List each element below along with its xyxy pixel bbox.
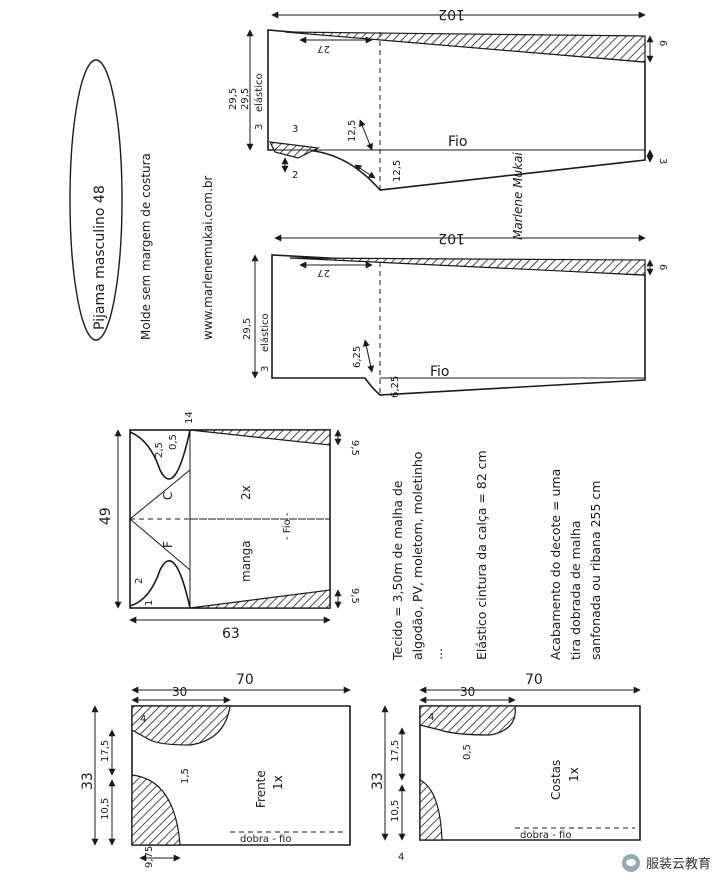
watermark: 服装云教育 xyxy=(617,851,715,874)
front-neck-d: 10,5 xyxy=(100,798,111,820)
sleeve-corner: 1 xyxy=(144,600,155,606)
pants-front-piece: 102 6 27 29,5 29,5 elástico 3 3 2 12,5 1… xyxy=(228,6,668,191)
pants-back-width: 102 xyxy=(438,230,465,246)
front-length: 70 xyxy=(236,672,254,688)
pants-back-grain: Fio xyxy=(430,364,450,380)
pants-front-value-3-left: 3 xyxy=(292,124,298,135)
sleeve-cap-1: 2,5 xyxy=(154,442,165,458)
sleeve-count: 2x xyxy=(239,485,253,500)
sleeve-side-right-bottom: 9,5 xyxy=(349,588,360,604)
back-piece: 70 30 33 17,5 10,5 4 4 0,5 Costas 1x dob… xyxy=(370,672,641,863)
sleeve-height: 49 xyxy=(98,507,114,525)
front-piece: 70 30 33 17,5 10,5 9,75 4 1,5 Frente 1x … xyxy=(80,672,351,868)
pants-front-elastic-mid: 29,5 xyxy=(240,88,251,110)
front-fold: dobra - fio xyxy=(240,834,291,845)
title-subtitle: Molde sem margem de costura xyxy=(139,153,153,340)
back-label: Costas xyxy=(549,760,563,800)
front-shoulder: 30 xyxy=(172,685,187,699)
back-fold: dobra - fio xyxy=(520,830,571,841)
notes-fabric: Tecido = 3,50m de malha de algodão, PV, … xyxy=(390,452,445,661)
front-shoulder-drop: 4 xyxy=(140,714,146,725)
front-armhole-mark: 1,5 xyxy=(180,768,191,784)
back-count: 1x xyxy=(567,767,581,782)
title-oval xyxy=(69,59,123,341)
pants-front-crotch-depth: 12,5 xyxy=(347,120,358,142)
wechat-icon xyxy=(621,853,640,872)
pants-back-crotch-depth: 6,25 xyxy=(352,346,363,368)
front-label: Frente xyxy=(254,770,268,808)
pants-back-elastic-small: 3 xyxy=(260,366,271,372)
watermark-text: 服装云教育 xyxy=(645,857,711,872)
sleeve-grain: - Fio - xyxy=(282,512,293,540)
front-bottom: 9,75 xyxy=(144,846,155,868)
sleeve-back-marker: C xyxy=(161,492,175,500)
pants-back-right-edge: 6 xyxy=(657,264,668,270)
sleeve-front-marker: F xyxy=(161,541,175,548)
title-site: www.marlenemukai.com.br xyxy=(201,176,215,340)
pants-back-elastic-label: elástico xyxy=(259,313,271,352)
pants-front-grain: Fio xyxy=(448,134,468,150)
back-neck-w: 17,5 xyxy=(390,740,401,762)
notes-finish: Acabamento do decote = uma tira dobrada … xyxy=(548,465,603,660)
pants-front-elastic-top: 29,5 xyxy=(228,88,239,110)
pants-front-right-edge: 6 xyxy=(657,40,668,46)
notes-elastic: Elástico cintura da calça = 82 cm xyxy=(474,450,489,660)
back-length: 70 xyxy=(525,672,543,688)
front-neck-w: 17,5 xyxy=(100,740,111,762)
front-count: 1x xyxy=(271,775,285,790)
back-neck-d: 10,5 xyxy=(390,800,401,822)
sleeve-width: 63 xyxy=(222,626,240,642)
pants-front-width: 102 xyxy=(438,6,465,22)
pants-front-value-2: 2 xyxy=(292,170,298,181)
sleeve-side-right-top: 9,5 xyxy=(349,440,360,456)
front-width: 33 xyxy=(80,772,96,790)
sleeve-cap-2: 0,5 xyxy=(168,434,179,450)
pants-back-elastic-top: 29,5 xyxy=(242,318,253,340)
pants-back-crotch-lower: 6,25 xyxy=(390,376,401,398)
sleeve-label: manga xyxy=(239,540,253,582)
title-name: Pijama masculino 48 xyxy=(92,185,108,330)
sleeve-cap-3: 2 xyxy=(134,578,145,584)
sleeve-top-right: 14 xyxy=(184,411,195,424)
pants-front-elastic-small: 3 xyxy=(254,124,265,130)
back-width: 33 xyxy=(370,772,386,790)
back-bottom: 4 xyxy=(398,852,404,863)
notes-block: Tecido = 3,50m de malha de algodão, PV, … xyxy=(390,450,603,661)
back-shoulder: 30 xyxy=(460,685,475,699)
pants-front-right-hem: 3 xyxy=(657,158,668,164)
title-block: Pijama masculino 48 Molde sem margem de … xyxy=(69,59,215,341)
pants-front-elastic-label: elástico xyxy=(253,73,265,112)
signature: Marlene Mukai xyxy=(511,152,525,240)
pants-back-waist-rise: 27 xyxy=(317,267,330,278)
pants-front-crotch-lower: 12,5 xyxy=(392,160,403,182)
back-shoulder-drop: 4 xyxy=(428,712,434,723)
sleeve-piece: 49 63 14 9,5 9,5 2,5 0,5 2 C F 2x - Fio … xyxy=(98,411,360,642)
pants-back-piece: 102 6 27 29,5 elástico 3 6,25 6,25 Fio xyxy=(242,230,668,398)
pants-front-waist-rise: 27 xyxy=(317,43,330,54)
back-armhole-mark: 0,5 xyxy=(462,744,473,760)
